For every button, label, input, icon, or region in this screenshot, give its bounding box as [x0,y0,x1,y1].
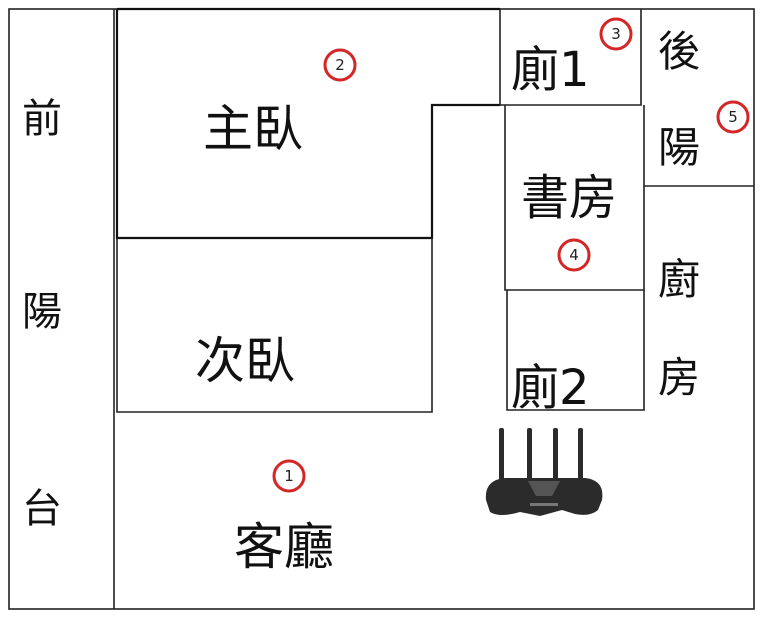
bathroom-1-label: 廁1 [511,42,590,98]
back-balcony-label-1: 後 [658,27,700,76]
svg-text:5: 5 [728,108,738,126]
master-bedroom-wall [115,7,500,240]
marker-1: 1 [272,459,306,493]
living-room-label: 客廳 [234,518,334,576]
svg-text:1: 1 [284,467,294,485]
second-bedroom-wall [116,238,433,413]
bathroom-1-wall [499,9,642,106]
second-bedroom-label: 次臥 [195,332,295,390]
marker-5: 5 [716,100,750,134]
marker-3: 3 [599,17,633,51]
wifi-router-icon [485,428,603,516]
back-balcony-label-2: 陽 [658,123,700,172]
bathroom-2-label: 廁2 [511,360,590,416]
svg-text:2: 2 [335,56,345,74]
master-bedroom-label: 主臥 [203,100,303,158]
front-balcony-label-2: 陽 [22,289,62,335]
marker-4: 4 [557,238,591,272]
marker-2: 2 [323,48,357,82]
outer-wall [8,8,755,610]
study-label: 書房 [521,170,617,226]
front-balcony-label-1: 前 [22,96,62,142]
bathroom-2-wall [506,290,645,411]
svg-text:3: 3 [611,25,621,43]
kitchen-label-2: 房 [658,353,700,402]
kitchen-label-1: 廚 [658,255,700,304]
svg-text:4: 4 [569,246,579,264]
study-wall [504,105,645,291]
front-balcony-label-3: 台 [22,486,62,532]
